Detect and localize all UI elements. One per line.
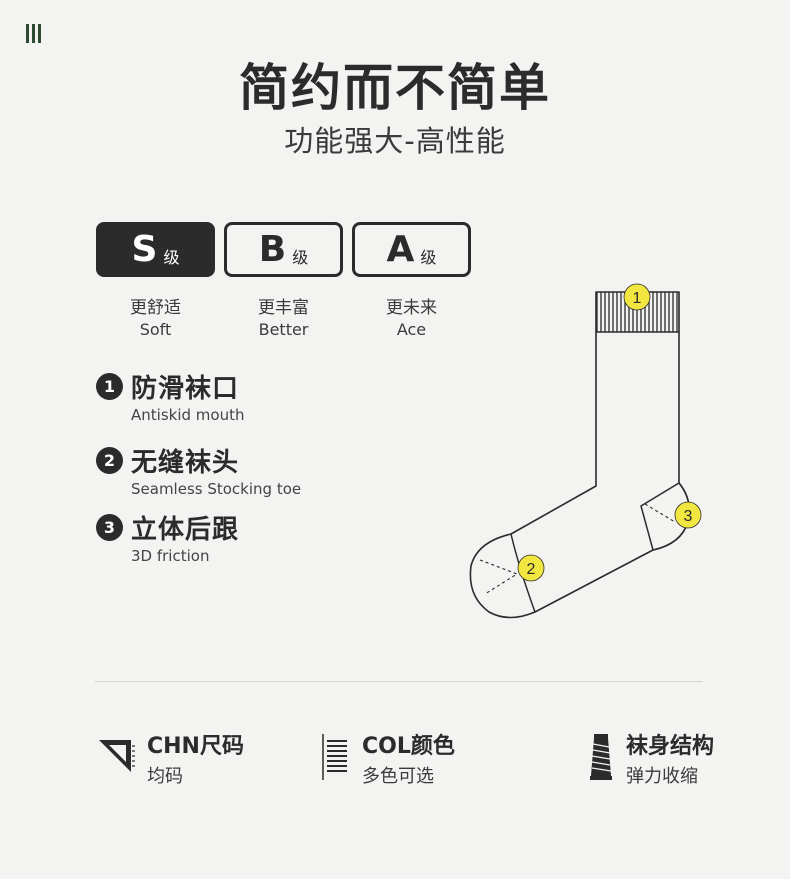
- spec-subtitle: 均码: [147, 766, 183, 787]
- feature-subtitle: Antiskid mouth: [131, 406, 245, 424]
- grade-a-button[interactable]: A 级: [352, 222, 471, 277]
- feature-item: 2 无缝袜头 Seamless Stocking toe: [96, 442, 301, 498]
- feature-title: 立体后跟: [131, 515, 240, 545]
- marker-cuff: 1: [623, 283, 651, 311]
- yarn-spool-icon: [590, 734, 612, 780]
- feature-title: 防滑袜口: [131, 374, 240, 404]
- grade-s-button[interactable]: S 级: [96, 222, 215, 277]
- grade-b-button[interactable]: B 级: [224, 222, 343, 277]
- section-divider: [95, 681, 703, 682]
- svg-text:3: 3: [684, 508, 693, 525]
- grade-suffix: 级: [163, 247, 180, 267]
- grade-a-cn: 更未来: [386, 298, 437, 318]
- marker-heel: 3: [674, 501, 702, 529]
- page-subtitle: 功能强大-高性能: [284, 124, 506, 158]
- spec-size: CHN尺码 均码: [97, 732, 244, 792]
- grade-suffix: 级: [420, 247, 437, 267]
- spec-structure: 袜身结构 弹力收缩: [588, 732, 714, 792]
- grade-letter: S: [131, 228, 158, 270]
- color-swatch-icon: [322, 734, 347, 780]
- ruler-triangle-icon: [99, 740, 135, 772]
- grade-b-cn: 更丰富: [258, 298, 309, 318]
- feature-item: 3 立体后跟 3D friction: [96, 509, 239, 565]
- grade-letter: B: [258, 228, 287, 270]
- sock-illustration: 1 2 3: [469, 283, 702, 619]
- grade-suffix: 级: [292, 247, 309, 267]
- feature-number-badge: 3: [96, 514, 123, 541]
- feature-number-badge: 1: [96, 373, 123, 400]
- feature-subtitle: 3D friction: [131, 547, 210, 565]
- marker-toe: 2: [517, 554, 545, 582]
- spec-title: 袜身结构: [626, 734, 715, 759]
- spec-title: COL颜色: [362, 734, 455, 759]
- spec-subtitle: 弹力收缩: [626, 766, 698, 787]
- grade-s-cn: 更舒适: [130, 298, 181, 318]
- svg-text:2: 2: [527, 561, 536, 578]
- svg-text:1: 1: [633, 290, 642, 307]
- spec-color: COL颜色 多色可选: [320, 732, 455, 792]
- spec-subtitle: 多色可选: [362, 766, 434, 787]
- feature-number-badge: 2: [96, 447, 123, 474]
- spec-title: CHN尺码: [147, 734, 244, 759]
- brand-logo-icon: [26, 24, 41, 43]
- feature-subtitle: Seamless Stocking toe: [131, 480, 302, 498]
- grade-a-en: Ace: [396, 320, 427, 339]
- feature-item: 1 防滑袜口 Antiskid mouth: [96, 368, 244, 424]
- grade-b-en: Better: [258, 320, 309, 339]
- page-title: 简约而不简单: [239, 59, 551, 117]
- grade-letter: A: [386, 228, 415, 270]
- feature-title: 无缝袜头: [131, 448, 240, 478]
- grade-s-en: Soft: [139, 320, 172, 339]
